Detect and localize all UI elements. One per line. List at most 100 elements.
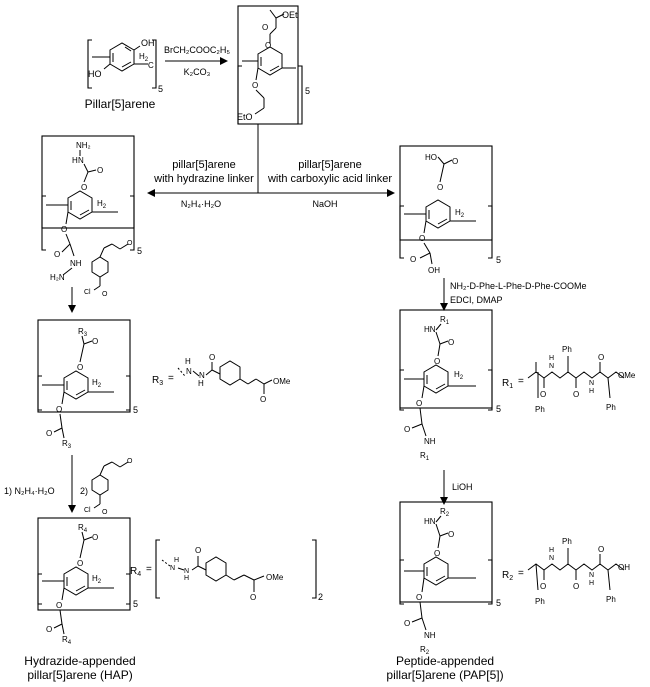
svg-text:O: O: [448, 530, 454, 539]
svg-text:=: =: [518, 376, 524, 387]
svg-text:R4: R4: [130, 566, 141, 578]
svg-text:H2: H2: [455, 208, 465, 219]
svg-text:HO: HO: [425, 153, 437, 162]
svg-text:H: H: [549, 547, 554, 554]
svg-text:O: O: [265, 41, 271, 50]
svg-text:O: O: [102, 291, 108, 298]
svg-text:NaOH: NaOH: [312, 199, 337, 209]
svg-text:N: N: [184, 568, 189, 575]
svg-text:O: O: [81, 183, 87, 192]
svg-text:O: O: [127, 240, 133, 247]
svg-text:R1: R1: [420, 451, 430, 462]
coupling-reagent: EDCI, DMAP: [450, 295, 503, 305]
svg-text:H2: H2: [92, 378, 102, 389]
svg-text:O: O: [92, 337, 98, 346]
svg-text:O: O: [419, 234, 425, 243]
svg-text:O: O: [437, 183, 443, 192]
svg-text:pillar[5]arene: pillar[5]arene: [298, 159, 362, 171]
svg-text:Ph: Ph: [535, 405, 545, 414]
svg-text:O: O: [260, 395, 266, 404]
svg-text:R3: R3: [78, 327, 88, 338]
svg-text:H: H: [549, 355, 554, 362]
hap-step1: 1) N₂H₄·H₂O: [4, 486, 55, 496]
svg-text:O: O: [127, 458, 133, 465]
svg-text:R4: R4: [62, 635, 72, 646]
svg-text:H: H: [185, 357, 191, 366]
repeat-5: 5: [158, 84, 163, 94]
svg-text:R3: R3: [152, 375, 163, 387]
svg-text:HN: HN: [424, 517, 436, 526]
svg-text:Ph: Ph: [535, 597, 545, 606]
r3-definition: R3 = H N H N O O OMe: [152, 353, 291, 404]
svg-text:5: 5: [496, 598, 501, 608]
svg-text:2: 2: [318, 592, 323, 602]
svg-text:NH: NH: [424, 437, 436, 446]
svg-text:O: O: [452, 157, 458, 166]
lioh-reagent: LiOH: [452, 482, 473, 492]
svg-text:O: O: [61, 225, 67, 234]
svg-text:5: 5: [137, 246, 142, 256]
svg-text:O: O: [410, 255, 416, 264]
svg-text:N: N: [589, 380, 594, 387]
svg-text:Cl: Cl: [84, 289, 91, 296]
svg-text:O: O: [97, 166, 103, 175]
h2-label: H2: [97, 199, 107, 210]
svg-text:O: O: [598, 545, 604, 554]
acyl-chloride-reagent-2: O Cl O: [84, 458, 133, 516]
svg-text:O: O: [404, 619, 410, 628]
svg-text:=: =: [518, 568, 524, 579]
svg-text:O: O: [46, 429, 52, 438]
svg-text:OMe: OMe: [273, 377, 291, 386]
svg-text:OH: OH: [618, 563, 630, 572]
svg-text:H2: H2: [454, 370, 464, 381]
svg-text:O: O: [102, 509, 108, 516]
svg-text:HN: HN: [424, 325, 436, 334]
step1-base: K₂CO₃: [184, 67, 211, 77]
svg-text:O: O: [250, 593, 256, 602]
svg-text:O: O: [252, 81, 258, 90]
hydrazide-pillararene-structure: NH₂ H N O O H2 O O NH H₂N 5: [41, 135, 142, 282]
svg-text:N: N: [78, 156, 84, 165]
svg-text:N: N: [170, 565, 175, 572]
svg-text:R1: R1: [440, 315, 450, 326]
ho-label: HO: [88, 69, 102, 79]
hap-caption: Hydrazide-appended pillar[5]arene (HAP): [24, 654, 136, 682]
svg-text:N: N: [199, 371, 205, 380]
svg-text:O: O: [195, 546, 201, 555]
ester-pillararene-structure: OEt O O O EtO 5: [237, 5, 310, 125]
svg-text:O: O: [46, 625, 52, 634]
svg-text:=: =: [168, 373, 174, 384]
svg-text:with carboxylic acid linker: with carboxylic acid linker: [267, 173, 392, 185]
svg-text:NH: NH: [424, 631, 436, 640]
svg-text:O: O: [209, 353, 215, 362]
r2-definition: R2 = Ph O N H Ph O N H O Ph OH: [502, 537, 630, 606]
pillar5arene-label: Pillar[5]arene: [85, 97, 156, 111]
svg-text:OMe: OMe: [618, 371, 636, 380]
svg-text:O: O: [573, 582, 579, 591]
r4-definition: R4 = 2 N H N H O O OMe: [130, 539, 323, 602]
acyl-chloride-reagent: O Cl O: [84, 240, 133, 298]
svg-text:5: 5: [496, 404, 501, 414]
svg-text:O: O: [598, 353, 604, 362]
svg-text:O: O: [434, 357, 440, 366]
svg-text:O: O: [54, 250, 60, 259]
svg-text:H: H: [589, 580, 594, 587]
svg-text:H: H: [589, 388, 594, 395]
svg-text:O: O: [404, 425, 410, 434]
svg-text:with hydrazine linker: with hydrazine linker: [153, 173, 254, 185]
hap-step2: 2): [80, 486, 88, 496]
svg-text:H: H: [72, 156, 78, 165]
svg-text:H: H: [198, 379, 204, 388]
svg-text:O: O: [540, 390, 546, 399]
svg-text:O: O: [448, 338, 454, 347]
svg-text:O: O: [77, 363, 83, 372]
svg-text:O: O: [56, 601, 62, 610]
svg-text:O: O: [56, 405, 62, 414]
svg-text:Ph: Ph: [562, 345, 572, 354]
h2-label: H2: [139, 52, 149, 63]
svg-text:Ph: Ph: [606, 595, 616, 604]
svg-text:R2: R2: [502, 570, 513, 582]
svg-text:OMe: OMe: [266, 573, 284, 582]
svg-text:O: O: [92, 533, 98, 542]
